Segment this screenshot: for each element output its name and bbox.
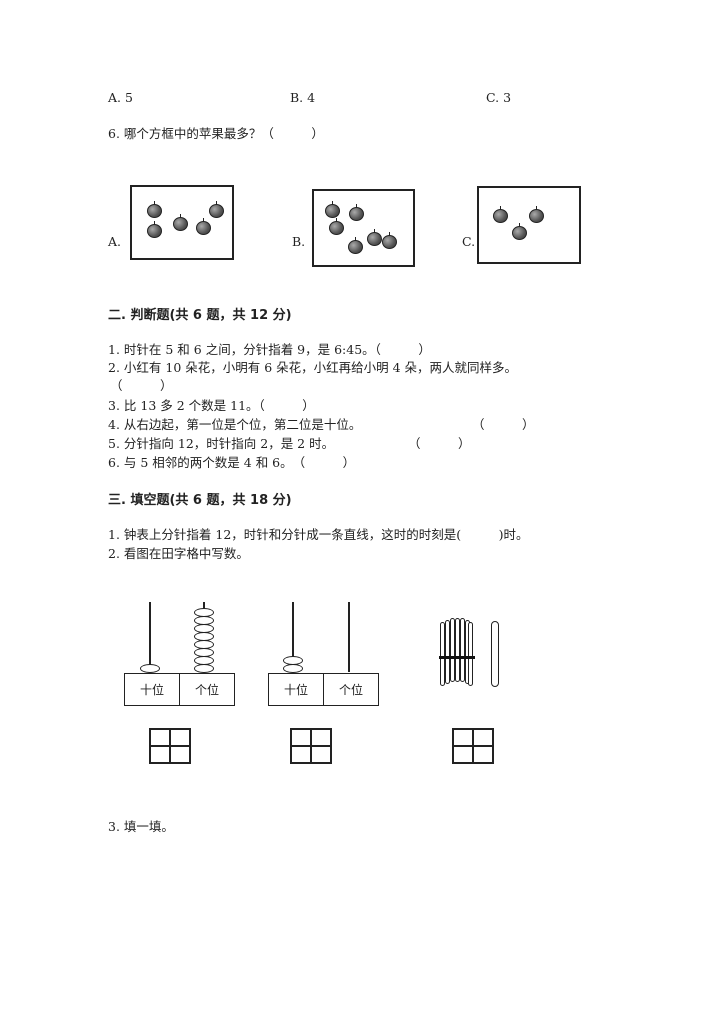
- ones-label: 个位: [338, 683, 363, 697]
- option-b: B. 4: [290, 90, 316, 105]
- apple-icon: [325, 201, 340, 218]
- single-stick-icon: [491, 621, 499, 687]
- tens-label: 十位: [125, 674, 180, 705]
- judge-item-4: 4. 从右边起，第一位是个位，第二位是十位。: [108, 417, 362, 432]
- judge-item-6: 6. 与 5 相邻的两个数是 4 和 6。 （ ）: [108, 455, 356, 470]
- question-6: 6. 哪个方框中的苹果最多？（ ）: [108, 126, 324, 141]
- ones-label: 个位: [194, 683, 219, 697]
- option-a: A. 5: [108, 90, 133, 105]
- bead: [194, 640, 214, 649]
- apple-icon: [147, 201, 162, 218]
- apple-icon: [512, 223, 527, 240]
- place-value-base: 十位 个位: [268, 673, 379, 706]
- bead: [283, 664, 303, 673]
- judge-item-4-paren: （ ）: [472, 417, 535, 432]
- apple-box-b: [312, 189, 415, 267]
- apple-icon: [382, 232, 397, 249]
- judge-item-1: 1. 时针在 5 和 6 之间，分针指着 9，是 6:45。（ ）: [108, 342, 431, 357]
- bead: [194, 616, 214, 625]
- judge-item-5-paren: （ ）: [408, 436, 471, 451]
- bead: [140, 664, 160, 673]
- apple-icon: [209, 201, 224, 218]
- judge-item-2-paren: （ ）: [110, 378, 173, 393]
- bead: [194, 632, 214, 641]
- judge-item-3: 3. 比 13 多 2 个数是 11。（ ）: [108, 398, 315, 413]
- tianzige-grid[interactable]: [290, 728, 332, 764]
- apple-icon: [173, 214, 188, 231]
- tens-rod: [149, 602, 151, 672]
- tens-label: 十位: [269, 674, 324, 705]
- bead: [194, 656, 214, 665]
- apple-icon: [348, 237, 363, 254]
- place-value-base: 十位 个位: [124, 673, 235, 706]
- section-2-title: 二. 判断题(共 6 题，共 12 分): [108, 308, 292, 323]
- apple-icon: [367, 229, 382, 246]
- bead: [194, 648, 214, 657]
- judge-item-5: 5. 分针指向 12，时针指向 2，是 2 时。: [108, 436, 335, 451]
- apple-box-a: [130, 185, 234, 260]
- fill-item-3: 3. 填一填。: [108, 819, 174, 834]
- section-3-title: 三. 填空题(共 6 题，共 18 分): [108, 493, 292, 508]
- ones-rod: [348, 602, 350, 672]
- box-c-label: C.: [462, 234, 476, 249]
- apple-icon: [196, 218, 211, 235]
- bead: [283, 656, 303, 665]
- bead: [194, 608, 214, 617]
- bead: [194, 664, 214, 673]
- apple-icon: [493, 206, 508, 223]
- bead: [194, 624, 214, 633]
- apple-icon: [329, 218, 344, 235]
- fill-item-2: 2. 看图在田字格中写数。: [108, 546, 249, 561]
- option-c: C. 3: [486, 90, 512, 105]
- apple-icon: [349, 204, 364, 221]
- fill-item-1: 1. 钟表上分针指着 12，时针和分针成一条直线，这时的时刻是( )时。: [108, 527, 529, 542]
- apple-icon: [147, 221, 162, 238]
- tianzige-grid[interactable]: [149, 728, 191, 764]
- box-b-label: B.: [292, 234, 306, 249]
- judge-item-2: 2. 小红有 10 朵花，小明有 6 朵花，小红再给小明 4 朵，两人就同样多。: [108, 360, 518, 375]
- box-a-label: A.: [108, 234, 122, 249]
- apple-icon: [529, 206, 544, 223]
- tianzige-grid[interactable]: [452, 728, 494, 764]
- apple-box-c: [477, 186, 581, 264]
- tens-rod: [292, 602, 294, 672]
